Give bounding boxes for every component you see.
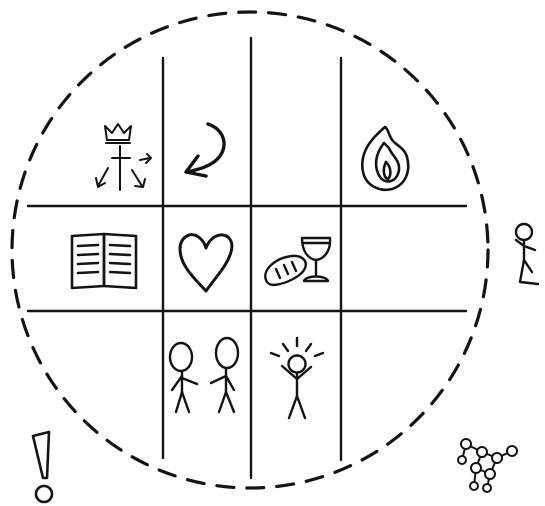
heart-icon — [180, 235, 232, 291]
crown-cross-arrows-icon — [96, 124, 151, 190]
bread-and-cup-icon — [265, 238, 330, 285]
flame-icon — [362, 127, 408, 190]
grid-lines — [28, 38, 466, 478]
joyful-person-icon — [271, 338, 323, 418]
exclamation-icon — [33, 432, 52, 502]
two-people-icon — [170, 338, 238, 412]
cluster-network-icon — [458, 439, 517, 492]
curved-arrow-icon — [186, 124, 224, 176]
open-book-icon — [72, 234, 136, 288]
kneeling-person-icon — [516, 224, 538, 284]
